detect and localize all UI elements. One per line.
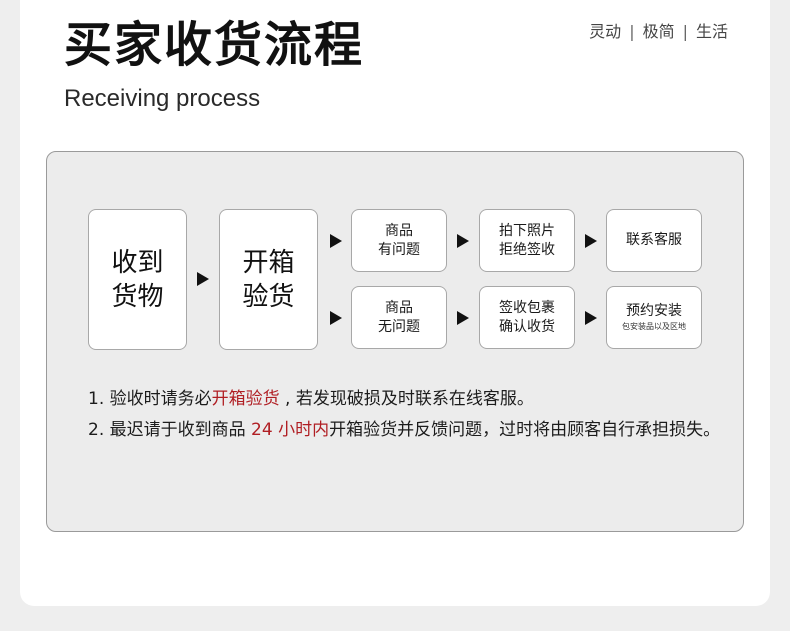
step-book-install: 预约安装 包安装品以及区地 <box>606 286 702 349</box>
step-label: 货物 <box>111 281 164 312</box>
step-label: 验货 <box>242 281 295 312</box>
instruction-highlight: 开箱验货 <box>211 389 280 409</box>
step-label: 有问题 <box>378 241 420 258</box>
step-label: 无问题 <box>378 318 420 335</box>
step-label: 拒绝签收 <box>499 241 555 258</box>
step-unbox-inspect: 开箱 验货 <box>219 209 318 350</box>
tagline-item: 灵动 <box>589 22 622 41</box>
step-contact-service: 联系客服 <box>606 209 702 272</box>
step-label: 确认收货 <box>499 318 555 335</box>
arrow-right-icon <box>585 234 597 248</box>
page-title: 买家收货流程 <box>64 17 365 73</box>
step-label: 联系客服 <box>626 232 682 248</box>
tagline-item: 极简 <box>642 22 675 41</box>
step-photo-reject: 拍下照片 拒绝签收 <box>479 209 575 272</box>
arrow-right-icon <box>197 272 209 286</box>
step-label: 签收包裹 <box>499 299 555 316</box>
step-receive-goods: 收到 货物 <box>88 209 187 350</box>
step-sign-confirm: 签收包裹 确认收货 <box>479 286 575 349</box>
instruction-text: 开箱验货并反馈问题，过时将由顾客自行承担损失。 <box>329 420 721 440</box>
step-label: 商品 <box>385 299 413 316</box>
step-label: 开箱 <box>242 247 295 278</box>
arrow-right-icon <box>457 311 469 325</box>
tagline-item: 生活 <box>695 22 728 41</box>
instruction-item: 1. 验收时请务必开箱验货 , 若发现破损及时联系在线客服。 <box>88 384 728 415</box>
instruction-highlight: 24 小时内 <box>251 420 330 440</box>
instruction-item: 2. 最迟请于收到商品 24 小时内开箱验货并反馈问题，过时将由顾客自行承担损失… <box>88 415 728 446</box>
arrow-right-icon <box>330 234 342 248</box>
tagline-separator: | <box>682 22 688 41</box>
step-label: 商品 <box>385 222 413 239</box>
page-subtitle: Receiving process <box>64 85 261 112</box>
arrow-right-icon <box>585 311 597 325</box>
tagline-separator: | <box>629 22 635 41</box>
step-note: 包安装品以及区地 <box>622 322 686 331</box>
instruction-text: 1. 验收时请务必 <box>88 389 212 409</box>
arrow-right-icon <box>457 234 469 248</box>
instruction-text: , 若发现破损及时联系在线客服。 <box>279 389 534 409</box>
step-label: 收到 <box>111 247 164 278</box>
instruction-text: 2. 最迟请于收到商品 <box>88 420 252 440</box>
step-label: 预约安装 <box>626 303 682 319</box>
step-label: 拍下照片 <box>499 222 555 239</box>
arrow-right-icon <box>330 311 342 325</box>
instructions: 1. 验收时请务必开箱验货 , 若发现破损及时联系在线客服。 2. 最迟请于收到… <box>88 384 728 446</box>
step-has-problem: 商品 有问题 <box>351 209 447 272</box>
step-no-problem: 商品 无问题 <box>351 286 447 349</box>
tagline: 灵动 | 极简 | 生活 <box>589 20 728 44</box>
